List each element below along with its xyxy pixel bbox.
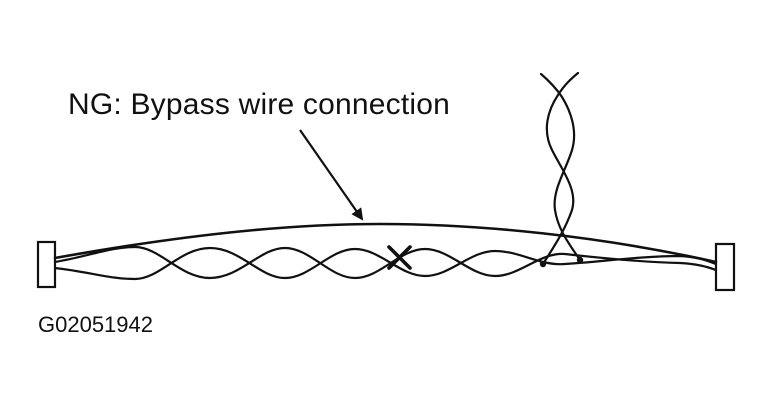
right-connector — [714, 242, 736, 292]
x-mark-icon — [387, 245, 412, 270]
arrow-pointer-icon — [299, 129, 364, 221]
junction-dot-left — [539, 260, 547, 268]
left-connector — [36, 240, 57, 289]
twisted-wire-a — [53, 245, 718, 280]
figure-id: G02051942 — [38, 312, 153, 337]
branch-wire-a — [541, 71, 580, 266]
junction-dot-right — [576, 256, 584, 264]
branch-wire-b — [539, 72, 582, 262]
twisted-wire-b — [53, 246, 718, 281]
bypass-wire — [53, 222, 718, 264]
diagram-caption: NG: Bypass wire connection — [68, 88, 451, 121]
